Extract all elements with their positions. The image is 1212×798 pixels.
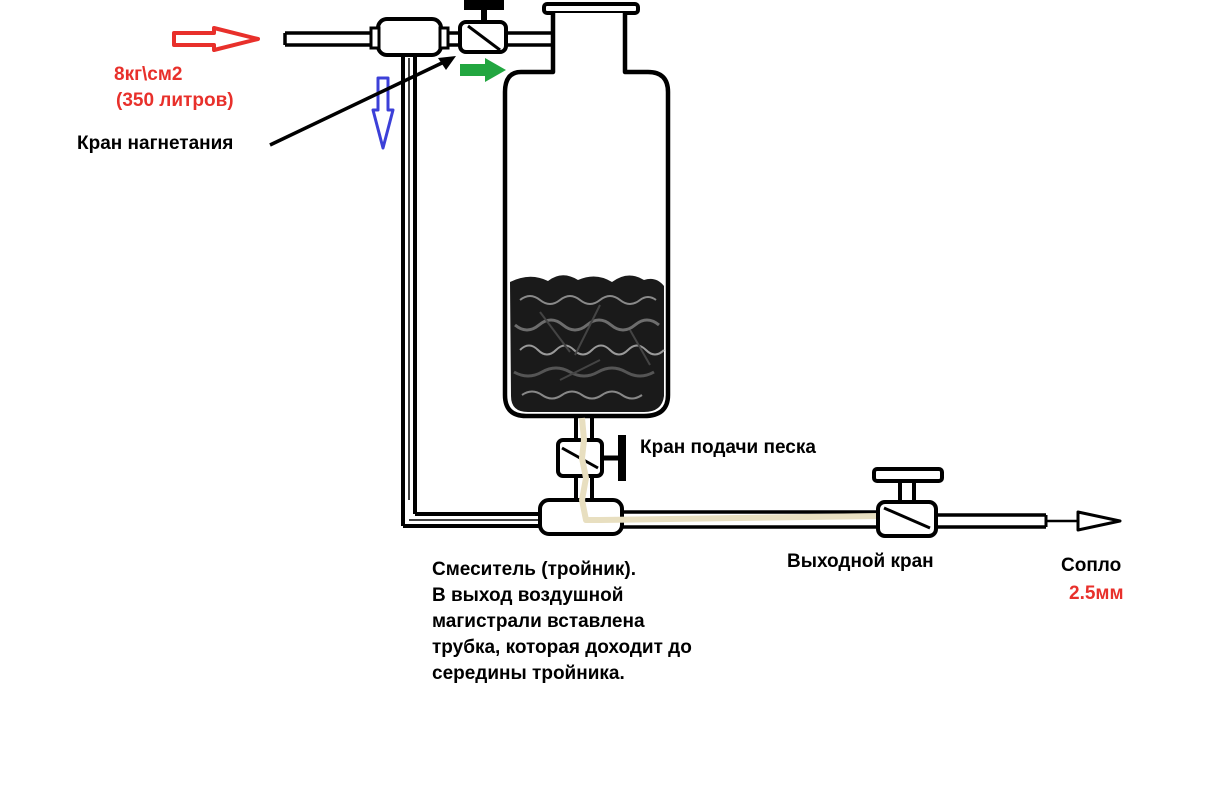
- sand-valve: [556, 435, 626, 481]
- mixer-note-line: В выход воздушной: [432, 585, 624, 606]
- pressure-label: 8кг\см2: [114, 64, 183, 85]
- mixer-note-line: Смеситель (тройник).: [432, 559, 637, 580]
- mixer-note: Смеситель (тройник). В выход воздушной м…: [432, 557, 692, 687]
- air-flow-arrow: [460, 58, 506, 82]
- mixer-note-line: магистрали вставлена: [432, 611, 645, 632]
- injection-valve: [458, 0, 508, 54]
- inlet-tee: [369, 17, 450, 57]
- inlet-pipe: [283, 31, 378, 47]
- outlet-valve: [872, 467, 944, 538]
- nozzle-size-label: 2.5мм: [1069, 583, 1124, 604]
- nozzle-label: Сопло: [1061, 555, 1122, 576]
- sand-flow-path: [579, 417, 931, 529]
- sand-fill: [510, 275, 665, 412]
- inlet-arrow: [172, 26, 260, 52]
- volume-label: (350 литров): [116, 90, 234, 111]
- outlet-valve-label: Выходной кран: [787, 551, 934, 572]
- mixer-note-line: трубка, которая доходит до: [432, 637, 692, 658]
- air-bypass-line: [401, 55, 560, 528]
- air-down-arrow: [371, 76, 395, 150]
- nozzle-arrow: [936, 510, 1122, 532]
- mixer-note-line: середины тройника.: [432, 663, 625, 684]
- inlet-valve-leader: [269, 56, 456, 147]
- inlet-valve-label: Кран нагнетания: [77, 133, 234, 154]
- sand-valve-label: Кран подачи песка: [640, 437, 816, 458]
